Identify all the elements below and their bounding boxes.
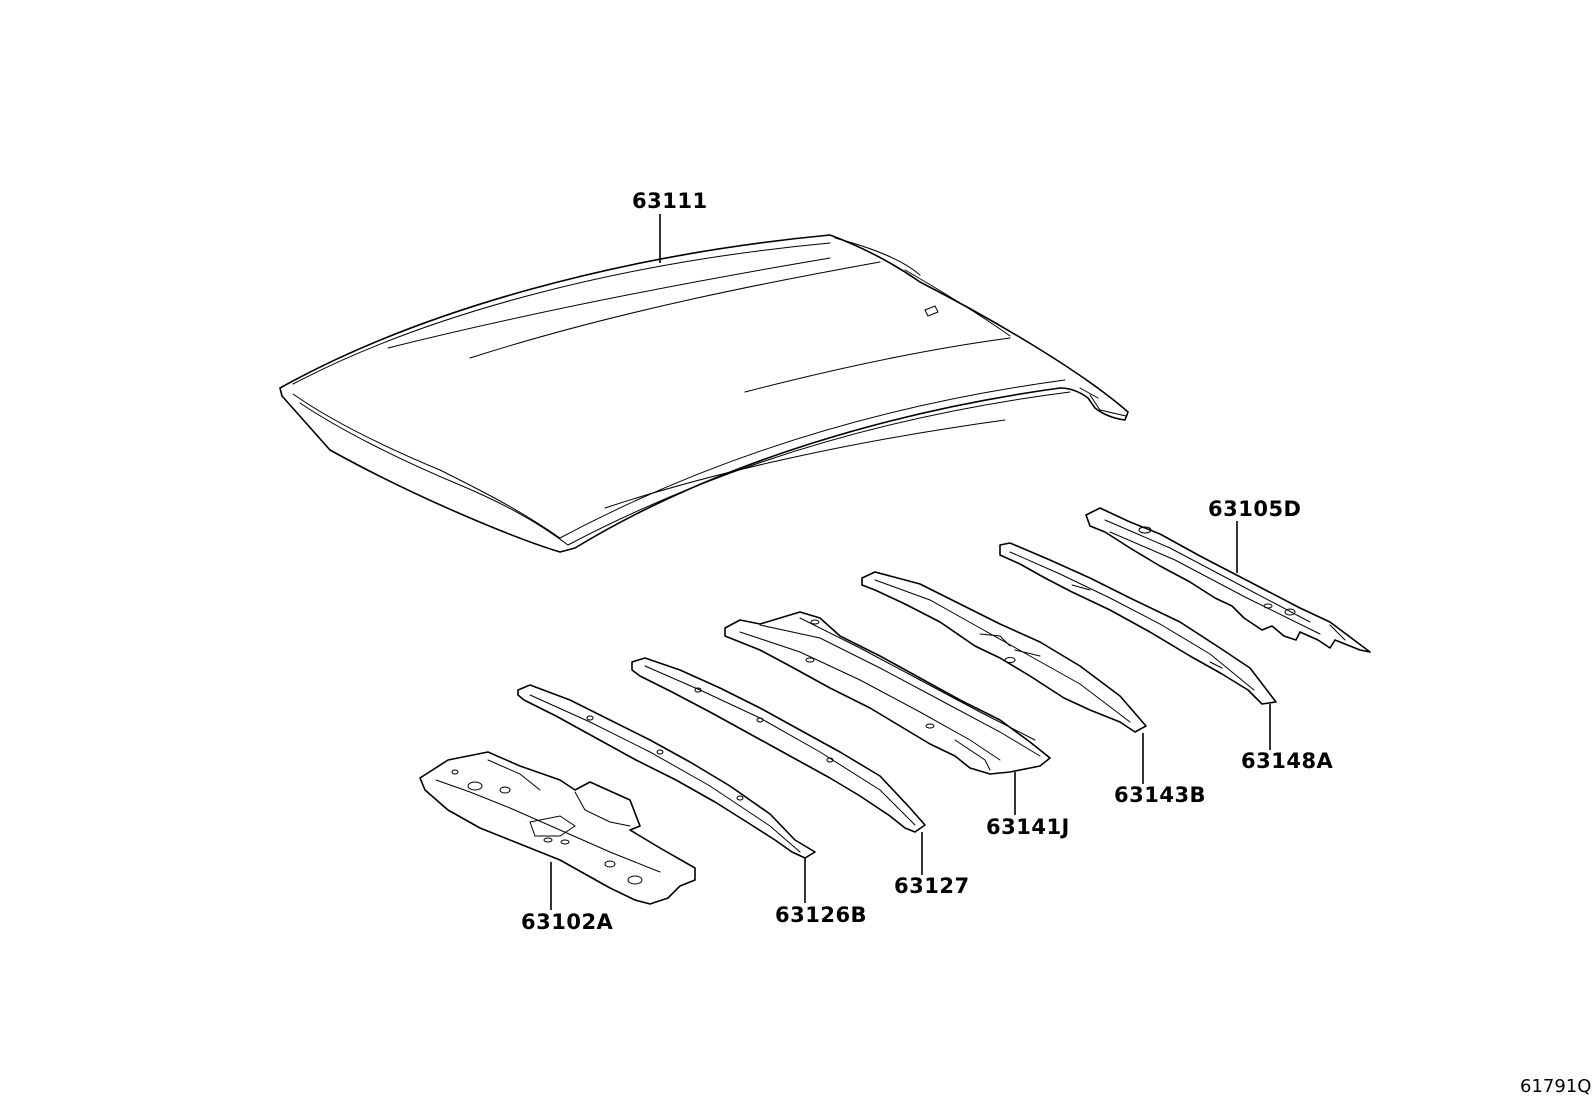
part-callout-63111[interactable]: 63111 [632, 189, 708, 213]
reinforcement-part-63148A[interactable] [999, 542, 1277, 705]
reinforcement-part-63105D[interactable] [1085, 507, 1371, 653]
reinforcement-part-63126B[interactable] [517, 684, 816, 859]
header-panel-part-63102A[interactable] [419, 751, 696, 905]
part-callout-63143B[interactable]: 63143B [1114, 783, 1206, 807]
part-callout-63141J[interactable]: 63141J [986, 815, 1070, 839]
part-callout-63127[interactable]: 63127 [894, 874, 970, 898]
reinforcement-part-63127[interactable] [631, 657, 926, 833]
roof-panel-part-63111[interactable] [279, 234, 1129, 553]
part-callout-63126B[interactable]: 63126B [775, 903, 867, 927]
reinforcement-part-63143B[interactable] [861, 571, 1147, 733]
part-callout-63148A[interactable]: 63148A [1241, 749, 1334, 773]
part-callout-63105D[interactable]: 63105D [1208, 497, 1302, 521]
reinforcement-part-63141J[interactable] [724, 611, 1051, 775]
diagram-code-label: 61791Q [1520, 1076, 1591, 1097]
part-callout-63102A[interactable]: 63102A [521, 910, 614, 934]
